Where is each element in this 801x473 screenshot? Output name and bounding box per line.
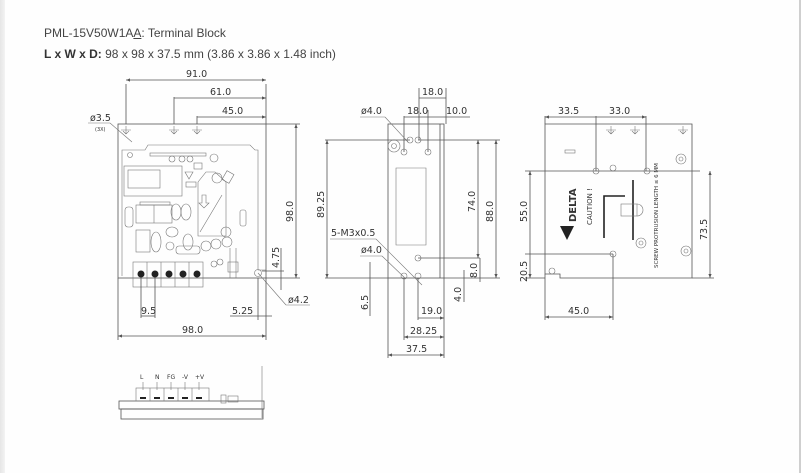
product-title: PML-15V50W1AA: Terminal Block xyxy=(44,26,226,40)
hole-callout-side-top: ø4.0 xyxy=(361,106,382,117)
dim-37-5: 37.5 xyxy=(406,344,427,355)
dim-side-18-b: 18.0 xyxy=(407,106,428,117)
pcb-components xyxy=(123,152,247,278)
thread-callout: 5-M3x0.5 xyxy=(331,228,375,239)
pcb-outline xyxy=(121,144,266,276)
dim-89-25: 89.25 xyxy=(316,191,327,218)
hole-callout-side-bottom: ø4.0 xyxy=(361,245,382,256)
terminal-label-l: L xyxy=(140,374,144,381)
dim-88: 88.0 xyxy=(485,201,496,222)
dim-55: 55.0 xyxy=(519,201,530,222)
terminal-side-view: L N FG -V +V xyxy=(118,366,265,420)
page-left-edge xyxy=(0,0,5,473)
title-suffix: : Terminal Block xyxy=(141,26,226,40)
dim-33-5: 33.5 xyxy=(558,106,579,117)
hole-callout-4-2: ø4.2 xyxy=(288,295,309,306)
caution-text: CAUTION ! xyxy=(586,188,594,225)
dim-width-98: 98.0 xyxy=(182,325,203,336)
dims-value: 98 x 98 x 37.5 mm (3.86 x 3.86 x 1.48 in… xyxy=(101,47,336,61)
hole-4-2 xyxy=(254,269,262,277)
dim-8: 8.0 xyxy=(469,263,480,278)
terminal-block-front xyxy=(132,261,204,288)
hole-callout-3-5: ø3.5 xyxy=(90,113,111,124)
terminal-label-neg-v: -V xyxy=(182,374,189,381)
terminal-label-pos-v: +V xyxy=(195,374,205,381)
dim-side-10: 10.0 xyxy=(446,106,467,117)
dim-19: 19.0 xyxy=(421,306,442,317)
brand-text: DELTA xyxy=(568,188,579,222)
scrollbar-edge[interactable] xyxy=(799,0,801,473)
dim-4-75: 4.75 xyxy=(271,247,282,268)
dim-height-98: 98.0 xyxy=(285,201,296,222)
dim-6-5: 6.5 xyxy=(360,295,371,310)
dim-61: 61.0 xyxy=(210,87,231,98)
caution-bracket xyxy=(603,195,625,238)
hole-qty: (3X) xyxy=(95,127,106,133)
dim-73-5: 73.5 xyxy=(699,219,710,240)
dim-20-5: 20.5 xyxy=(519,261,530,282)
model-name: PML-15V50W1A xyxy=(44,26,134,40)
front-view: 91.0 61.0 45.0 ø3.5 (3X) xyxy=(88,69,310,340)
dim-28-25: 28.25 xyxy=(410,326,437,337)
dim-side-18-a: 18.0 xyxy=(422,87,443,98)
dim-9-5: 9.5 xyxy=(141,306,156,317)
terminal-label-n: N xyxy=(155,374,160,381)
dim-33-0: 33.0 xyxy=(609,106,630,117)
model-suffix-underlined: A xyxy=(133,26,142,40)
dim-74: 74.0 xyxy=(467,191,478,212)
dim-back-45: 45.0 xyxy=(568,306,589,317)
side-view: 18.0 18.0 10.0 ø4.0 89.25 74.0 88.0 8.0 … xyxy=(316,87,500,358)
dim-91: 91.0 xyxy=(186,69,207,80)
back-view: DELTA CAUTION ! SCREW PROTRUSION LENGTH … xyxy=(519,106,714,320)
dimensions-line: L x W x D: 98 x 98 x 37.5 mm (3.86 x 3.8… xyxy=(44,47,336,61)
dim-45: 45.0 xyxy=(222,106,243,117)
dim-5-25: 5.25 xyxy=(232,306,253,317)
dims-label: L x W x D: xyxy=(44,47,102,61)
screw-note: SCREW PROTRUSION LENGTH ≤ 6 MM xyxy=(654,163,660,268)
dim-4: 4.0 xyxy=(453,287,464,302)
mount-holes xyxy=(121,126,202,135)
delta-logo: DELTA xyxy=(560,188,579,240)
front-outline xyxy=(117,123,267,279)
side-outline xyxy=(387,123,445,279)
terminal-label-fg: FG xyxy=(167,374,175,381)
